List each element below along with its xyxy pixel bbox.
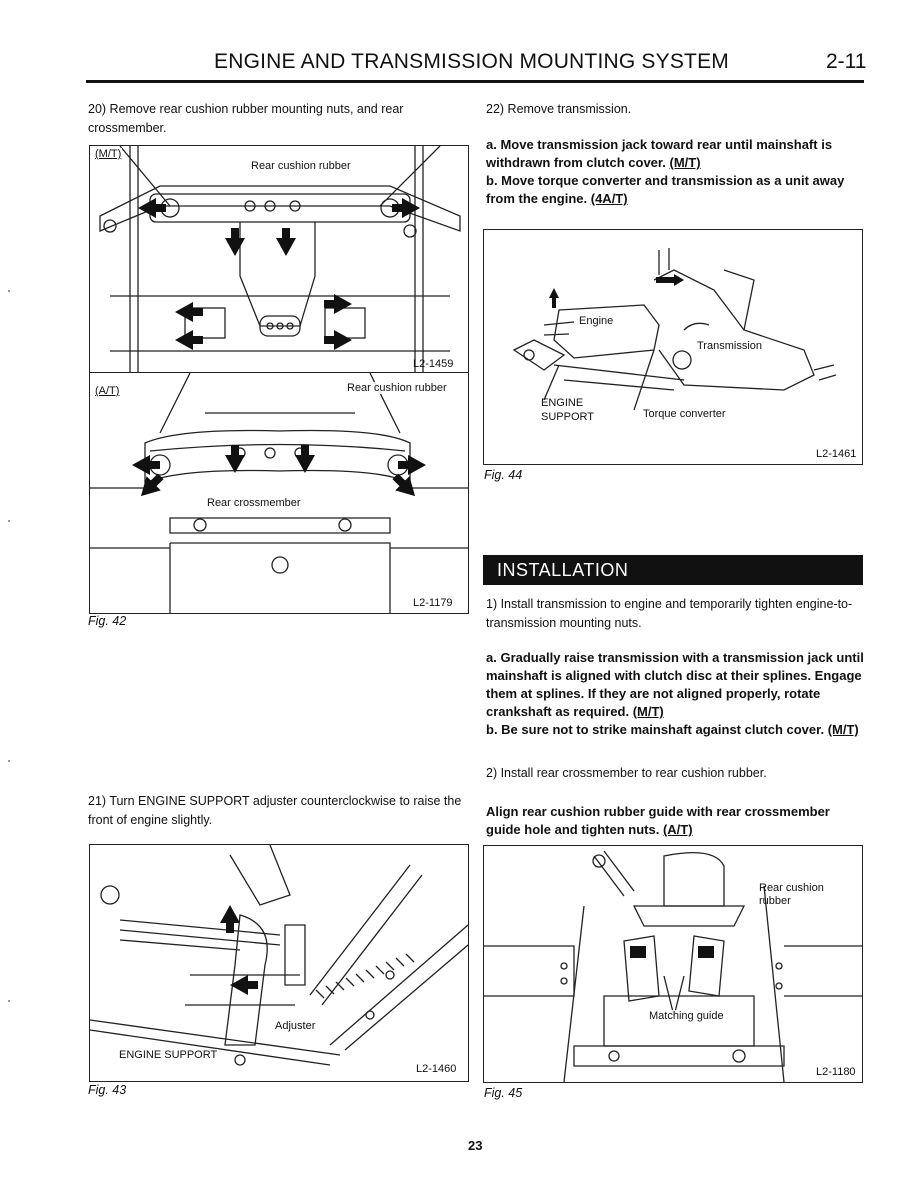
fig45-illustration: Rear cushion rubber Matching guide L2-11… xyxy=(483,845,863,1083)
page-number: 23 xyxy=(468,1138,483,1153)
fig44-code: L2-1461 xyxy=(816,448,857,460)
fig42-mt-drawing xyxy=(99,146,461,372)
section-number: 2-11 xyxy=(826,50,867,73)
install-note-2-text: Align rear cushion rubber guide with rea… xyxy=(486,804,830,837)
note-22a-text: a. Move transmission jack toward rear un… xyxy=(486,137,833,170)
fig42-at-tag: (A/T) xyxy=(94,385,121,397)
fig44-label-engine: Engine xyxy=(578,315,615,327)
step-22: 22) Remove transmission. xyxy=(486,102,632,116)
fig43-drawing xyxy=(90,845,468,1066)
installation-heading: INSTALLATION xyxy=(483,555,863,585)
margin-mark xyxy=(8,760,10,762)
step-21: 21) Turn ENGINE SUPPORT adjuster counter… xyxy=(88,794,462,827)
fig43-illustration: Adjuster ENGINE SUPPORT L2-1460 xyxy=(89,844,469,1082)
install-note-1a-text: a. Gradually raise transmission with a t… xyxy=(486,650,864,719)
note-22b-tag: (4A/T) xyxy=(590,191,628,206)
step-20: 20) Remove rear cushion rubber mounting … xyxy=(88,102,404,135)
fig45-code: L2-1180 xyxy=(816,1066,856,1078)
install-note-2: Align rear cushion rubber guide with rea… xyxy=(486,803,864,839)
fig42-mt-tag: (M/T) xyxy=(94,148,123,160)
fig45-drawing xyxy=(484,850,862,1082)
header-rule xyxy=(86,80,864,83)
install-note-1a-tag: (M/T) xyxy=(632,704,664,719)
fig43-label-adjuster: Adjuster xyxy=(274,1020,317,1032)
note-22b: b. Move torque converter and transmissio… xyxy=(486,172,864,208)
note-22b-text: b. Move torque converter and transmissio… xyxy=(486,173,845,206)
fig42-mt-illustration: (M/T) Rear cushion rubber L2-1459 xyxy=(89,145,469,373)
fig43-caption: Fig. 43 xyxy=(88,1083,127,1097)
fig44-label-torque: Torque converter xyxy=(642,408,727,420)
install-note-1a: a. Gradually raise transmission with a t… xyxy=(486,649,864,721)
fig43-label-support: ENGINE SUPPORT xyxy=(118,1049,219,1061)
fig42-at-label-crossmember: Rear crossmember xyxy=(206,497,302,509)
install-step-1: 1) Install transmission to engine and te… xyxy=(486,597,853,630)
install-note-1b-text: b. Be sure not to strike mainshaft again… xyxy=(486,722,825,737)
fig42-at-label-rubber: Rear cushion rubber xyxy=(346,382,448,394)
fig44-label-support: ENGINE SUPPORT xyxy=(541,397,594,423)
fig44-illustration: Engine Transmission ENGINE SUPPORT Torqu… xyxy=(483,229,863,465)
note-22a-tag: (M/T) xyxy=(669,155,701,170)
fig43-code: L2-1460 xyxy=(416,1063,457,1075)
fig42-at-drawing xyxy=(90,373,468,613)
install-step-2: 2) Install rear crossmember to rear cush… xyxy=(486,766,767,780)
fig42-at-illustration: (A/T) Rear cushion rubber Rear crossmemb… xyxy=(89,372,469,614)
install-note-1b-tag: (M/T) xyxy=(827,722,859,737)
fig42-caption: Fig. 42 xyxy=(88,614,127,628)
fig45-label-guide: Matching guide xyxy=(648,1010,725,1022)
margin-mark xyxy=(8,290,10,292)
fig45-caption: Fig. 45 xyxy=(484,1086,523,1100)
margin-mark xyxy=(8,520,10,522)
margin-mark xyxy=(8,1000,10,1002)
fig44-drawing xyxy=(512,248,837,411)
fig44-caption: Fig. 44 xyxy=(484,468,523,482)
page-title: ENGINE AND TRANSMISSION MOUNTING SYSTEM xyxy=(214,50,729,73)
fig42-mt-code: L2-1459 xyxy=(413,358,454,370)
fig42-mt-label: Rear cushion rubber xyxy=(250,160,352,172)
fig42-at-code: L2-1179 xyxy=(413,597,453,609)
fig44-label-transmission: Transmission xyxy=(696,340,763,352)
fig45-label-rubber: Rear cushion rubber xyxy=(759,882,824,907)
note-22a: a. Move transmission jack toward rear un… xyxy=(486,136,864,172)
install-note-1b: b. Be sure not to strike mainshaft again… xyxy=(486,721,864,739)
install-note-2-tag: (A/T) xyxy=(662,822,693,837)
